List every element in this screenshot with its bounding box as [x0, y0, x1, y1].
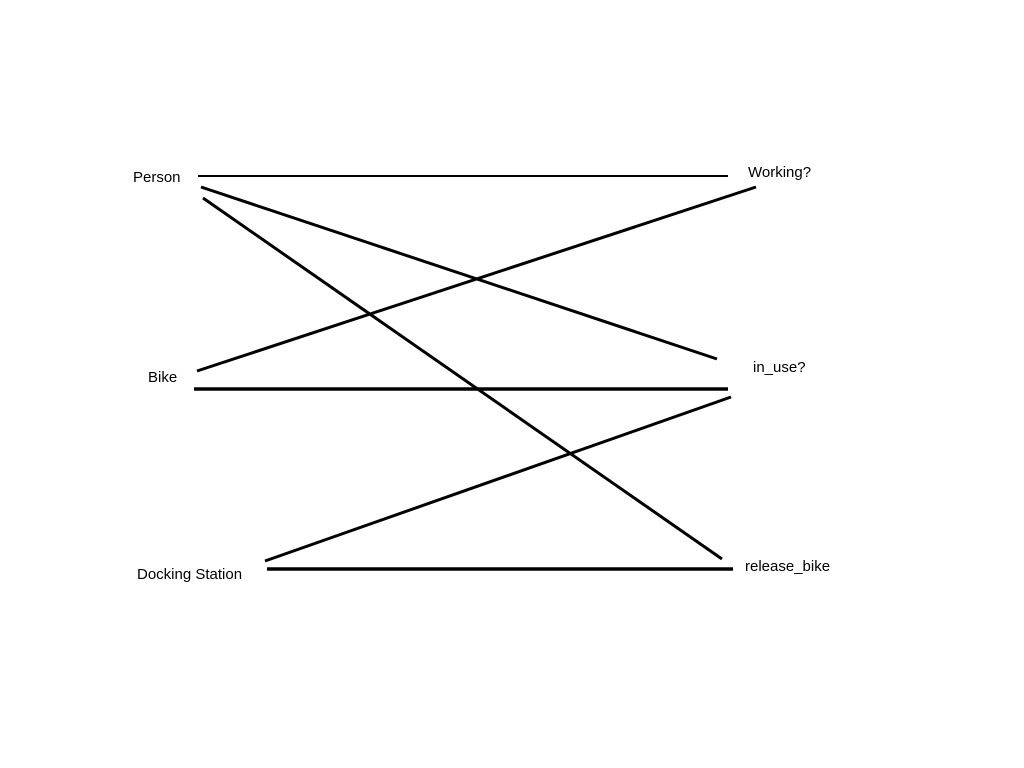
connector-person-in-use — [200, 185, 718, 361]
node-label-in-use: in_use? — [753, 359, 806, 376]
node-label-working: Working? — [748, 164, 812, 181]
connector-docking-station-in-use — [264, 395, 732, 563]
connector-person-release-bike — [202, 196, 723, 561]
connector-bike-working — [196, 185, 757, 373]
node-label-person: Person — [133, 169, 181, 186]
node-label-docking-station: Docking Station — [137, 566, 243, 583]
node-label-bike: Bike — [148, 369, 178, 386]
node-label-release-bike: release_bike — [745, 558, 831, 575]
